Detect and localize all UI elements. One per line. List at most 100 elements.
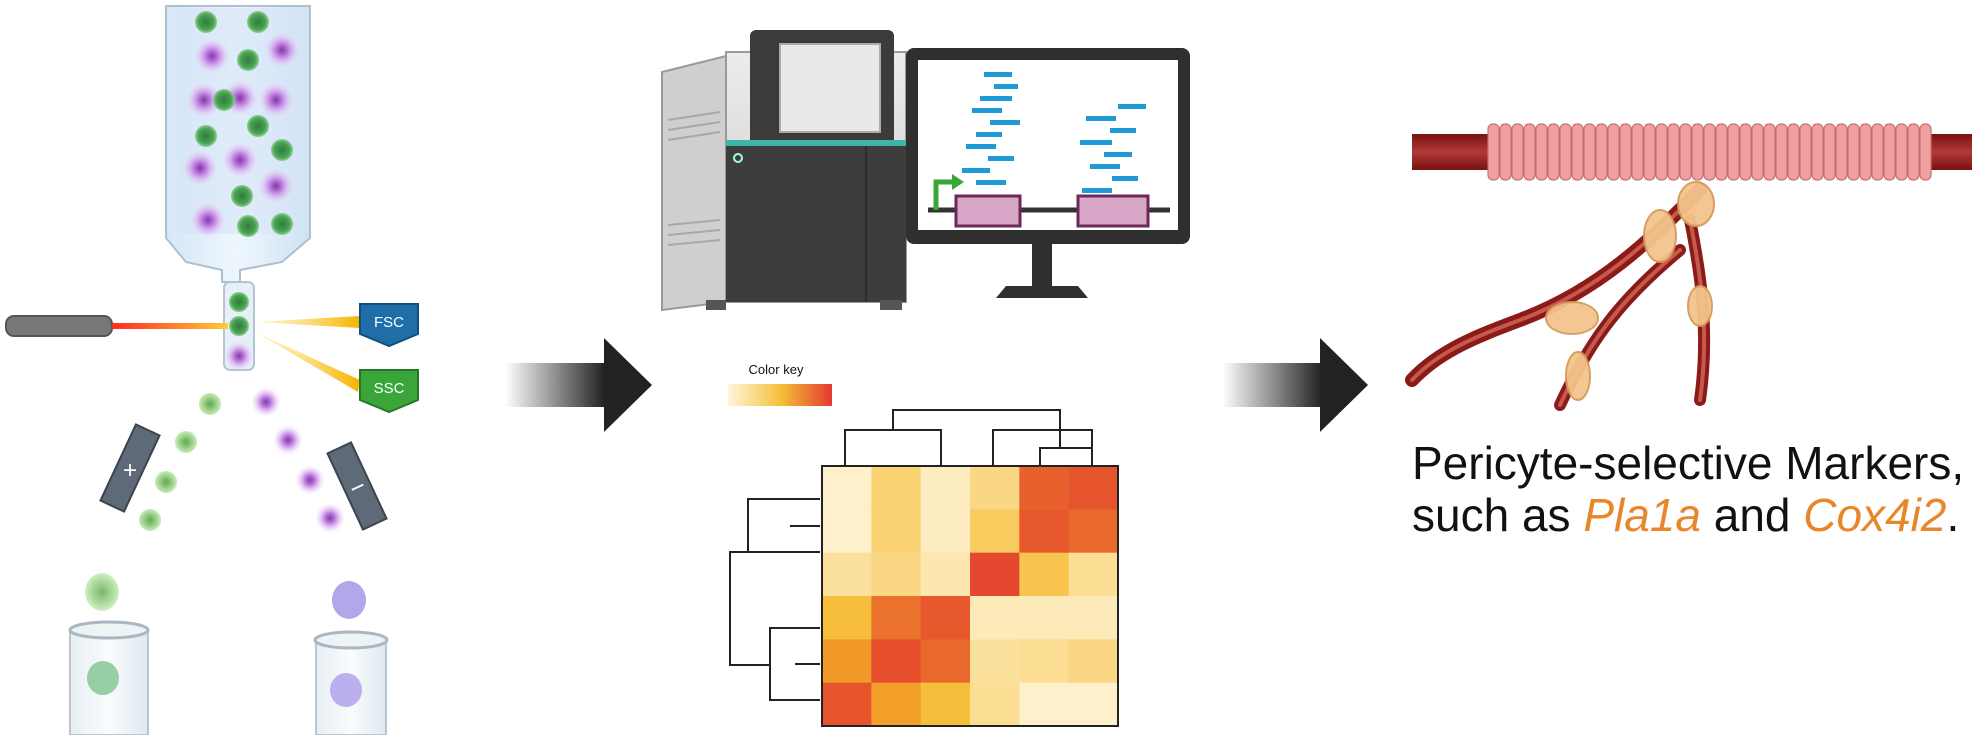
green-cell — [231, 185, 253, 207]
laser-beam — [112, 323, 228, 329]
purple-cell — [222, 142, 258, 178]
green-cell — [271, 213, 293, 235]
read-bar — [972, 108, 1002, 113]
heatmap-cell — [1068, 509, 1119, 554]
muscle-ring — [1859, 123, 1872, 181]
positive-droplet — [315, 503, 345, 533]
read-bar — [976, 180, 1006, 185]
green-cell — [195, 125, 217, 147]
muscle-ring — [1847, 123, 1860, 181]
green-cell — [195, 11, 217, 33]
purple-cell — [182, 150, 218, 186]
heatmap-cell — [1019, 682, 1070, 727]
heatmap-cell — [822, 596, 872, 640]
heatmap-cell — [920, 466, 971, 510]
muscle-ring — [1511, 123, 1524, 181]
heatmap-cell — [822, 552, 872, 597]
svg-text:+: + — [123, 457, 137, 484]
heatmap-cell — [1019, 596, 1070, 640]
muscle-ring — [1607, 123, 1620, 181]
muscle-ring — [1883, 123, 1896, 181]
heatmap-cell — [970, 509, 1020, 554]
heatmap-cell — [920, 639, 971, 684]
muscle-ring — [1595, 123, 1608, 181]
purple-collection-tube — [313, 581, 389, 735]
color-key-label: Color key — [749, 362, 804, 377]
positive-droplet — [251, 387, 281, 417]
heatmap-panel: Color key — [728, 362, 1119, 727]
muscle-ring — [1919, 123, 1932, 181]
blood-vessel-illustration — [1405, 123, 1972, 411]
muscle-ring — [1679, 123, 1692, 181]
muscle-ring — [1811, 123, 1824, 181]
marker-cox4i2: Cox4i2 — [1803, 489, 1947, 541]
read-bar — [976, 132, 1002, 137]
heatmap-cell — [871, 596, 922, 640]
heatmap-cell — [871, 552, 922, 597]
sequencer-machine — [661, 30, 907, 312]
read-bar — [1080, 140, 1112, 145]
heatmap-cell — [1068, 682, 1119, 727]
heatmap-cell — [920, 596, 971, 640]
heatmap-cell — [970, 639, 1020, 684]
green-cell — [247, 115, 269, 137]
muscle-ring — [1499, 123, 1512, 181]
muscle-ring — [1895, 123, 1908, 181]
caption-line-1: Pericyte-selective Markers, — [1412, 437, 1965, 489]
negative-droplet — [175, 431, 197, 453]
heatmap-cell — [822, 639, 872, 684]
muscle-ring — [1655, 123, 1668, 181]
muscle-ring — [1871, 123, 1884, 181]
sorted-droplets — [139, 387, 345, 533]
marker-pla1a: Pla1a — [1583, 489, 1701, 541]
muscle-ring — [1547, 123, 1560, 181]
muscle-ring — [1763, 123, 1776, 181]
color-key-bar — [728, 384, 832, 406]
heatmap-cell — [970, 552, 1020, 597]
heatmap-cell — [822, 682, 872, 727]
pericytes — [1545, 181, 1715, 401]
negative-plate: − — [326, 441, 388, 531]
purple-cell — [258, 168, 294, 204]
positive-droplet — [273, 425, 303, 455]
ssc-beam — [255, 332, 360, 392]
exon-2 — [1076, 194, 1150, 228]
promoter-arrow-icon — [933, 179, 954, 210]
read-bar — [980, 96, 1012, 101]
read-bar — [962, 168, 990, 173]
muscle-ring — [1559, 123, 1572, 181]
result-caption: Pericyte-selective Markers, such as Pla1… — [1412, 437, 1972, 541]
read-bar — [1090, 164, 1120, 169]
read-bar — [1104, 152, 1132, 157]
positive-plate: + — [99, 423, 161, 513]
laser-device — [5, 315, 113, 337]
heatmap-cell — [822, 509, 872, 554]
heatmap-cell — [1019, 552, 1070, 597]
computer-monitor — [906, 48, 1190, 298]
heatmap-cell — [970, 596, 1020, 640]
negative-droplet — [199, 393, 221, 415]
muscle-ring — [1715, 123, 1728, 181]
heatmap-cell — [871, 639, 922, 684]
read-bar — [984, 72, 1012, 77]
read-bar — [988, 156, 1014, 161]
ssc-detector — [359, 369, 419, 414]
read-bar — [1118, 104, 1146, 109]
heatmap-cell — [970, 682, 1020, 727]
purple-cell — [190, 202, 226, 238]
heatmap-cell — [920, 552, 971, 597]
read-bar — [990, 120, 1020, 125]
muscle-ring — [1751, 123, 1764, 181]
read-bar — [1086, 116, 1116, 121]
fsc-detector — [359, 303, 419, 348]
sequencing-reads — [962, 72, 1146, 193]
smooth-muscle-rings — [1487, 123, 1932, 181]
flow-cytometry-panel: FSC SSC + − — [5, 5, 419, 735]
heatmap-cell — [871, 682, 922, 727]
muscle-ring — [1643, 123, 1656, 181]
ssc-label: SSC — [374, 380, 405, 397]
green-collection-tube — [68, 573, 150, 735]
green-cell — [237, 49, 259, 71]
muscle-ring — [1787, 123, 1800, 181]
green-cell — [229, 316, 249, 336]
